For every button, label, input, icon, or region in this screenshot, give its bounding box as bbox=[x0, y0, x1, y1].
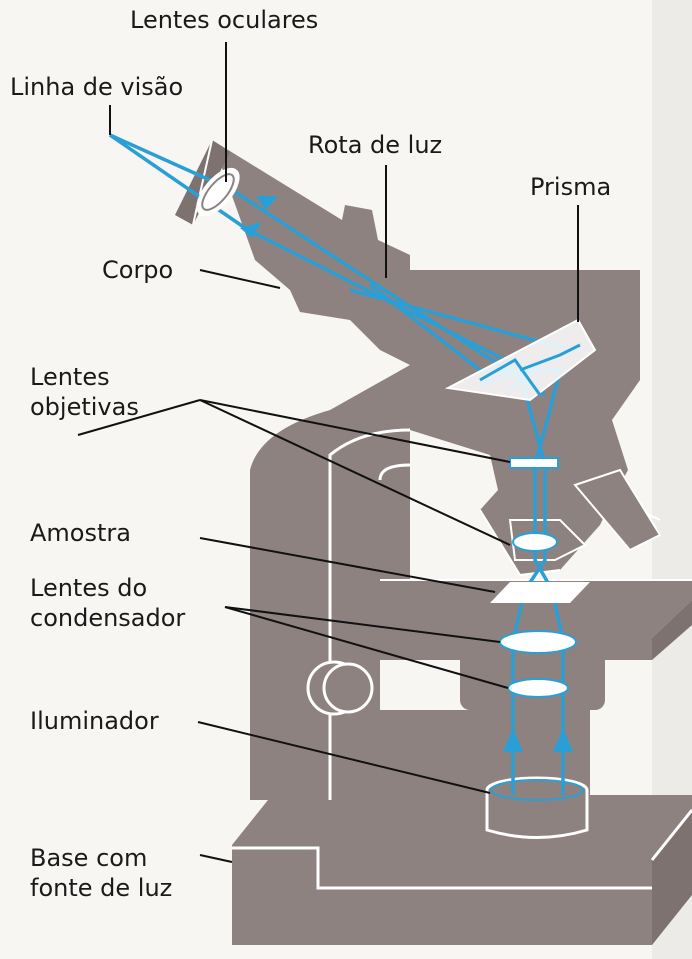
label-amostra: Amostra bbox=[30, 518, 131, 548]
objective-lens-lower bbox=[513, 533, 557, 551]
label-iluminador: Iluminador bbox=[30, 706, 159, 736]
label-prisma: Prisma bbox=[530, 172, 611, 202]
condenser-lens-upper bbox=[500, 631, 576, 653]
microscope-body bbox=[175, 140, 660, 575]
label-rota-de-luz: Rota de luz bbox=[308, 130, 442, 160]
label-corpo: Corpo bbox=[102, 255, 173, 285]
objective-lens-upper bbox=[510, 458, 558, 468]
label-lentes-condensador: Lentes do condensador bbox=[30, 573, 185, 633]
label-base: Base com fonte de luz bbox=[30, 843, 172, 903]
label-lentes-oculares: Lentes oculares bbox=[130, 5, 318, 35]
microscope-base bbox=[232, 795, 692, 945]
focus-knob bbox=[308, 662, 372, 714]
label-linha-de-visao: Linha de visão bbox=[10, 72, 183, 102]
label-lentes-objetivas: Lentes objetivas bbox=[30, 362, 139, 422]
condenser-lens-lower bbox=[508, 679, 568, 697]
